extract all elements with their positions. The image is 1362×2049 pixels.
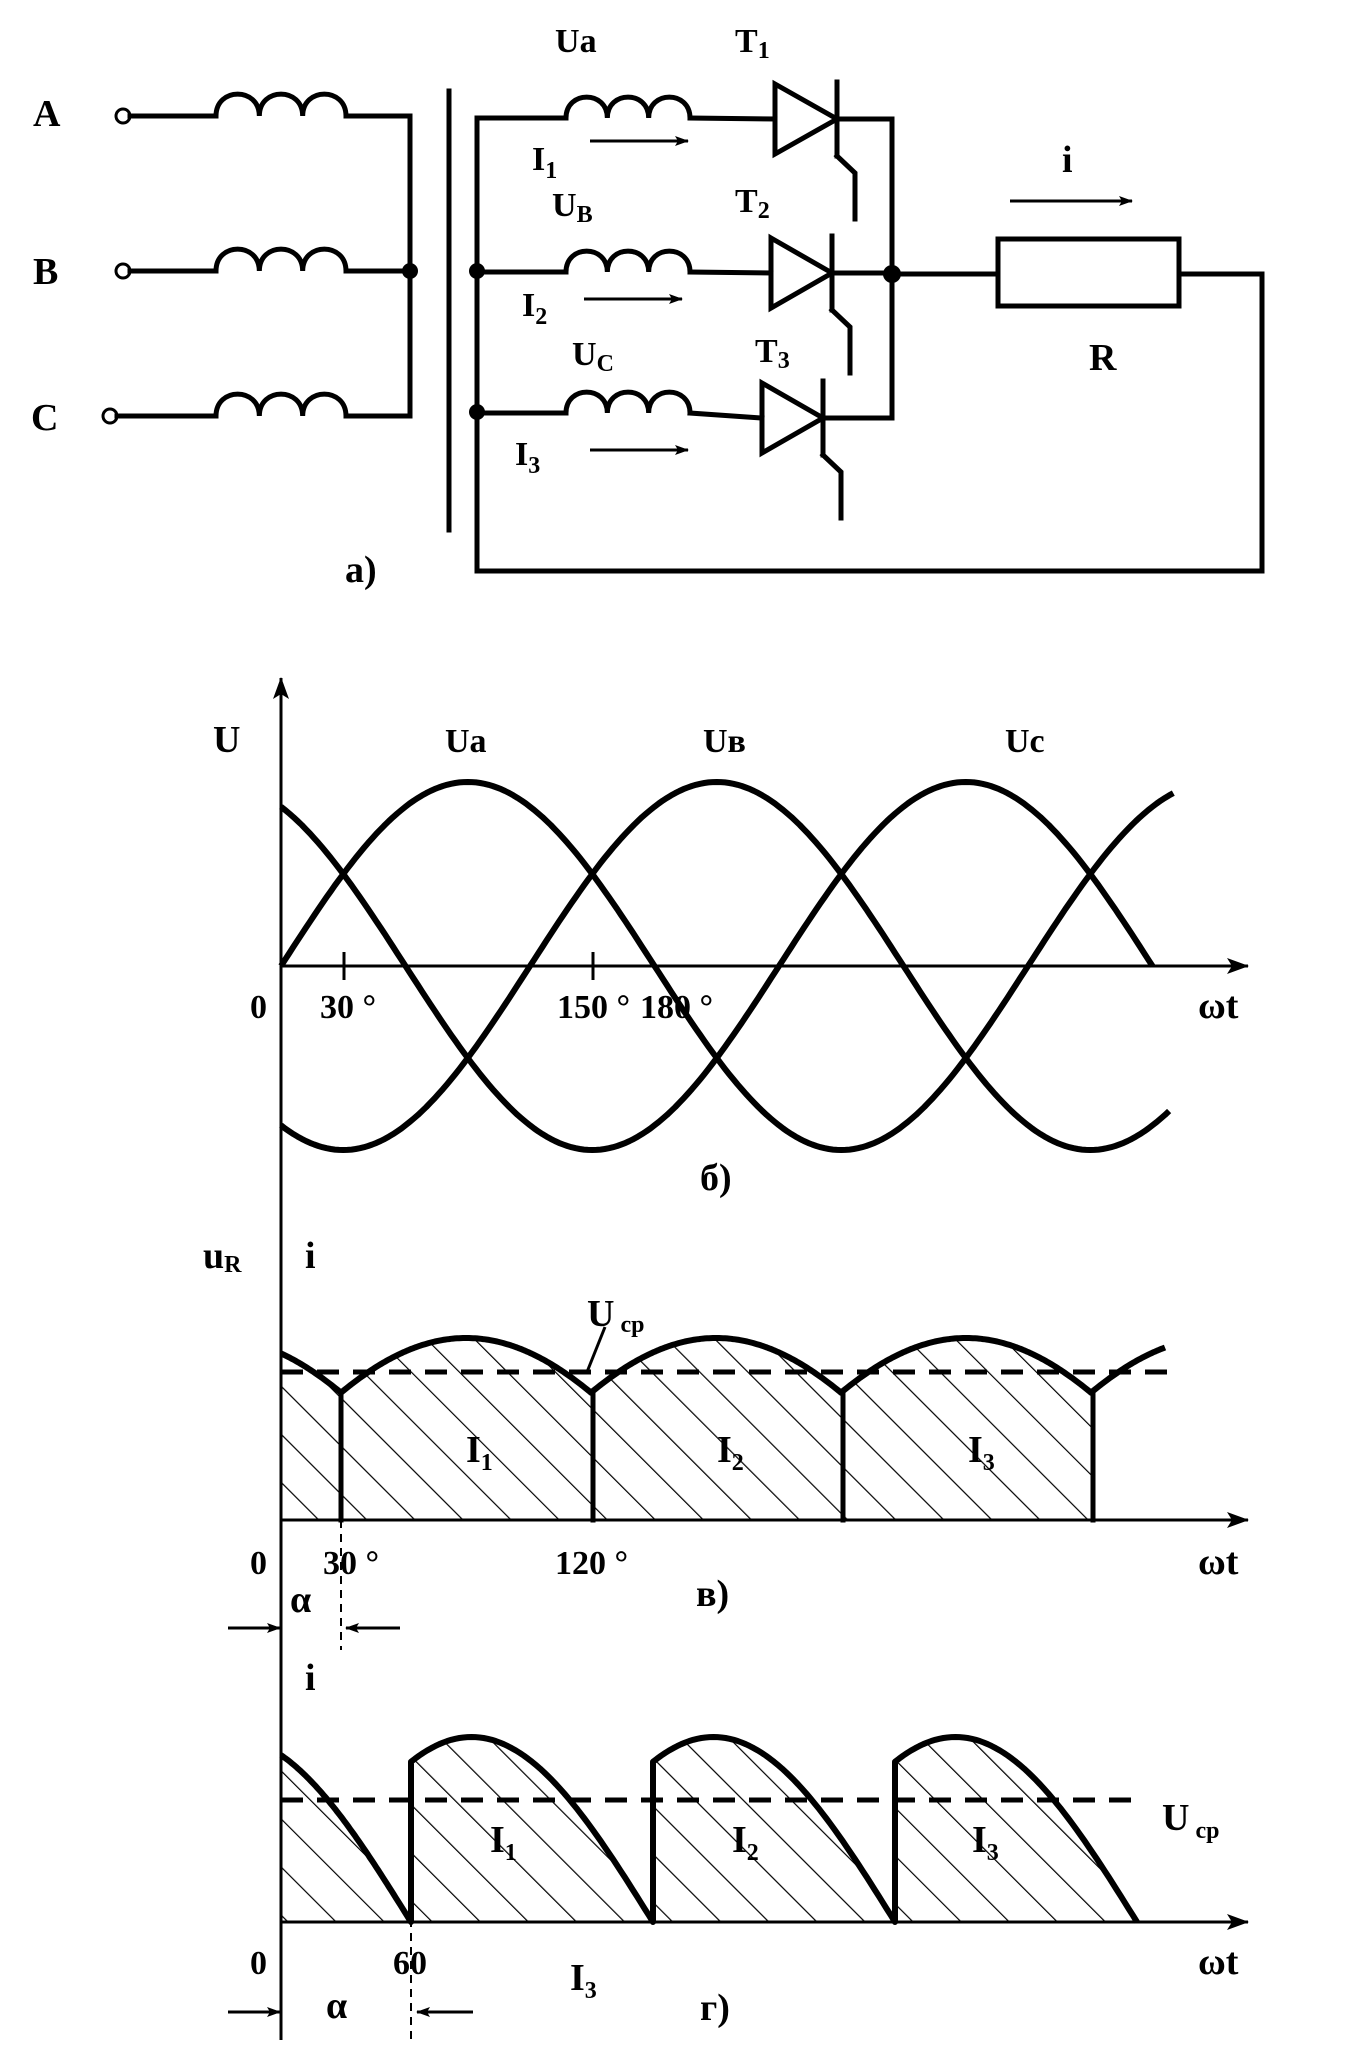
terminal-label-c: C xyxy=(31,397,58,439)
secondary-windings xyxy=(474,94,778,421)
secondary-winding-c-icon xyxy=(563,389,693,416)
series-label-uc: Uc xyxy=(1005,723,1045,760)
terminal-label-a: A xyxy=(33,93,61,135)
load-current-curve-g xyxy=(279,1734,1140,1925)
primary-neutral-node xyxy=(402,263,418,279)
load-current-label: i xyxy=(1062,139,1073,181)
thyristor-label-t2: T2 xyxy=(735,183,770,224)
caption-v: в) xyxy=(696,1573,729,1615)
x-label-v: ωt xyxy=(1198,1541,1239,1583)
series-curve-uc xyxy=(279,779,1156,1153)
terminal-label-b: B xyxy=(33,251,58,293)
current-label-i2: I2 xyxy=(522,287,547,330)
tick-label-b-150: 150 ° xyxy=(557,989,630,1026)
y-label-u: U xyxy=(213,719,240,761)
resistor-icon xyxy=(995,236,1182,309)
segment-label-v-1: I1 xyxy=(466,1429,493,1476)
origin-label-v: 0 xyxy=(250,1545,267,1582)
caption-g: г) xyxy=(700,1987,730,2029)
rectified-voltage-curve-v xyxy=(279,1335,1167,1396)
thyristor-triangle xyxy=(772,79,843,159)
current-label-i3: I3 xyxy=(515,436,540,479)
y-label-i-v: i xyxy=(305,1235,316,1277)
primary-windings xyxy=(114,91,413,419)
origin-label-b: 0 xyxy=(250,989,267,1026)
series-label-ub: Uв xyxy=(703,723,746,760)
return-wire xyxy=(474,271,1265,574)
y-label-i-g: i xyxy=(305,1657,316,1699)
tick-label-v-120: 120 ° xyxy=(555,1545,628,1582)
below-axis-label-i3: I3 xyxy=(570,1957,597,2004)
thyristor-gate xyxy=(819,451,844,521)
thyristors xyxy=(759,79,858,521)
circuit-diagram: A B C Ua T1 I1 UB T2 I2 UC T3 I3 xyxy=(31,23,1265,591)
voltage-label-c: UC xyxy=(572,336,614,377)
thyristor-triangle xyxy=(759,378,829,458)
x-label-b: ωt xyxy=(1198,985,1239,1027)
segment-label-g-1: I1 xyxy=(490,1819,517,1866)
current-label-i1: I1 xyxy=(532,141,557,184)
alpha-label-g: α xyxy=(326,1985,347,2027)
anode-wire-a xyxy=(687,115,778,122)
thyristor-t1-icon xyxy=(772,79,858,222)
y-label-ur: uR xyxy=(203,1235,242,1278)
series-curve-ua xyxy=(278,779,1175,1153)
alpha-label-v: α xyxy=(290,1579,311,1621)
hatch-area-g xyxy=(281,1737,1137,1922)
segment-label-v-2: I2 xyxy=(717,1429,744,1476)
thyristor-t3-icon xyxy=(759,378,844,521)
tick-label-b-180: 180 ° xyxy=(640,989,713,1026)
segment-label-v-3: I3 xyxy=(968,1429,995,1476)
caption-b: б) xyxy=(700,1157,732,1199)
thyristor-label-t3: T3 xyxy=(755,333,790,374)
primary-winding-a-icon xyxy=(213,91,349,119)
thyristor-gate xyxy=(828,306,853,376)
caption-a: а) xyxy=(345,549,377,591)
thyristor-triangle xyxy=(768,233,838,313)
secondary-winding-a-icon xyxy=(563,94,693,121)
average-leader-v xyxy=(585,1326,607,1373)
segment-label-g-3: I3 xyxy=(972,1819,999,1866)
tick-label-v-30: 30 ° xyxy=(323,1545,379,1582)
hatch-area-v xyxy=(281,1338,1093,1520)
segment-label-g-2: I2 xyxy=(732,1819,759,1866)
series-label-ua: Ua xyxy=(445,723,487,760)
origin-label-g: 0 xyxy=(250,1945,267,1982)
thyristor-label-t1: T1 xyxy=(735,23,770,64)
thyristor-gate xyxy=(833,152,858,222)
phase-voltage-chart: U Ua Uв Uc 30 ° 150 ° 180 ° 0 ωt б) xyxy=(213,719,1249,1199)
anode-wire-b xyxy=(687,269,774,276)
series-curve-uв xyxy=(279,779,1172,1153)
primary-winding-c-icon xyxy=(213,391,349,419)
voltage-label-a: Ua xyxy=(555,23,597,60)
anode-wire-c xyxy=(687,410,765,421)
voltage-label-b: UB xyxy=(552,187,593,228)
secondary-winding-b-icon xyxy=(563,248,693,275)
x-label-g: ωt xyxy=(1198,1941,1239,1983)
resistor-label: R xyxy=(1089,337,1117,379)
tick-label-b-30: 30 ° xyxy=(320,989,376,1026)
primary-winding-b-icon xyxy=(213,246,349,274)
